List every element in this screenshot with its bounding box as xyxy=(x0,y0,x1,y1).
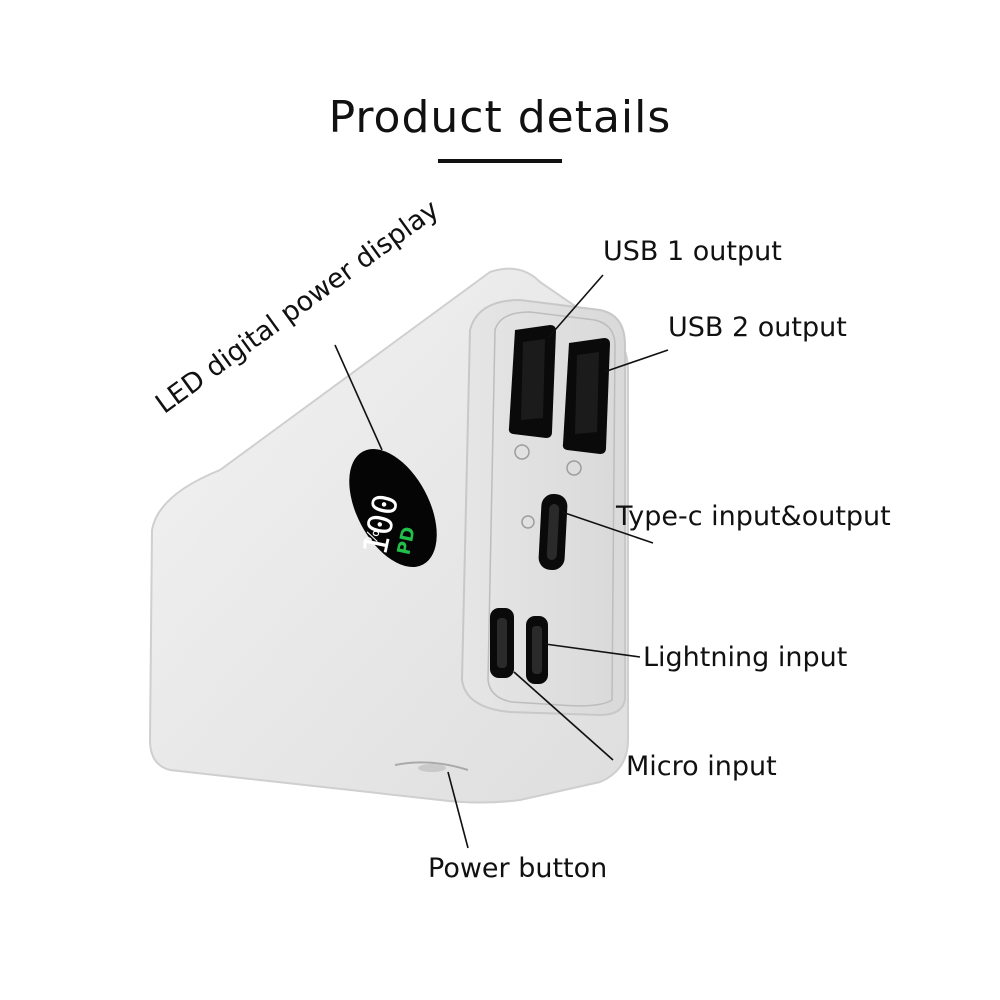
power-symbol-icon xyxy=(521,515,535,529)
usb2-port xyxy=(562,338,610,454)
title-underline xyxy=(438,159,562,163)
callout-led xyxy=(334,344,383,451)
label-micro: Micro input xyxy=(626,751,777,782)
label-usb2: USB 2 output xyxy=(668,312,847,343)
led-display xyxy=(349,449,437,567)
usb1-port xyxy=(508,325,556,438)
usb1-symbol-icon xyxy=(514,444,530,460)
callout-usb1 xyxy=(547,274,604,339)
label-power-button: Power button xyxy=(428,853,608,884)
power-button xyxy=(394,761,469,771)
callout-usb2 xyxy=(603,349,669,373)
led-display-unit: % xyxy=(362,527,384,546)
usb2-symbol-icon xyxy=(566,460,582,476)
callout-micro xyxy=(513,671,614,761)
label-usb1: USB 1 output xyxy=(603,236,782,267)
callout-type-c xyxy=(561,511,654,544)
callout-lines xyxy=(334,274,669,849)
callout-lightning xyxy=(544,643,641,658)
page-title: Product details xyxy=(328,92,672,143)
label-type-c: Type-c input&output xyxy=(616,501,891,532)
label-lightning: Lightning input xyxy=(643,642,848,673)
callout-power xyxy=(447,771,469,849)
